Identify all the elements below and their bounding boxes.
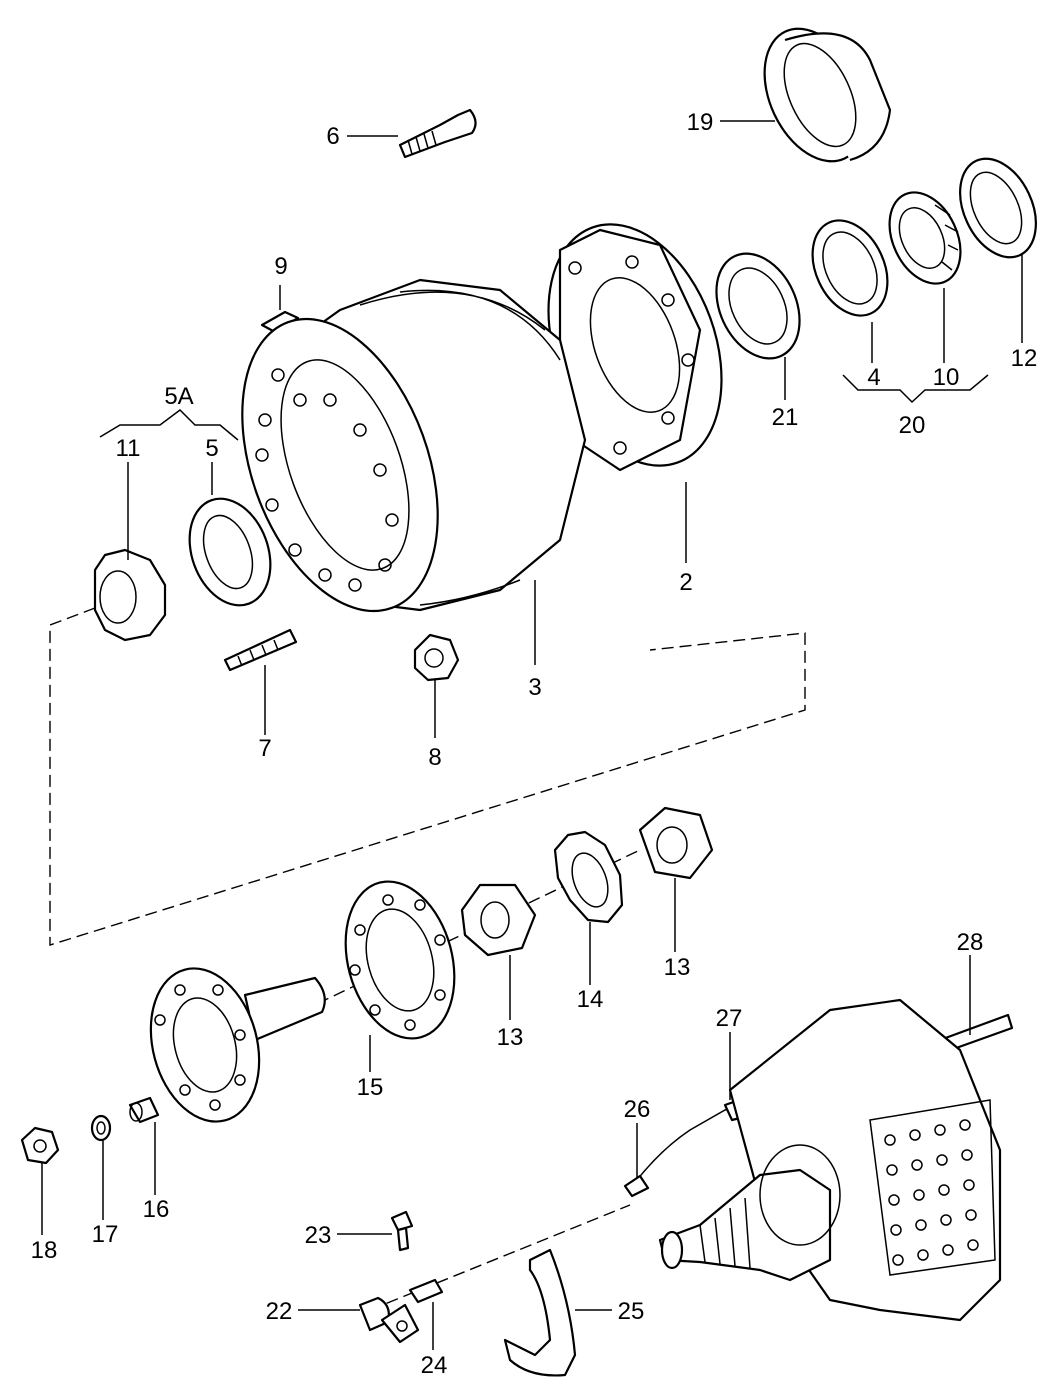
part-22-bushing <box>358 1296 420 1344</box>
part-14-lock-washer <box>553 830 624 924</box>
label-19: 19 <box>687 109 714 136</box>
part-10-roller-bearing <box>888 191 962 285</box>
part-13-nut-upper <box>638 806 714 880</box>
leader-lines <box>41 120 1023 1350</box>
part-12-cup <box>959 157 1037 259</box>
part-13-nut-lower <box>460 883 537 957</box>
label-22: 22 <box>266 1298 293 1325</box>
part-23-screw <box>390 1210 414 1252</box>
part-15-flange-ring <box>344 880 456 1040</box>
label-2: 2 <box>679 569 692 596</box>
part-7-stud <box>223 628 298 672</box>
part-16-sleeve <box>128 1096 160 1124</box>
label-24: 24 <box>421 1352 448 1379</box>
label-21: 21 <box>772 404 799 431</box>
label-13-lower: 13 <box>497 1024 524 1051</box>
label-16: 16 <box>143 1196 170 1223</box>
label-3: 3 <box>528 674 541 701</box>
part-11-castle-nut <box>93 548 167 642</box>
label-8: 8 <box>428 744 441 771</box>
label-10: 10 <box>933 364 960 391</box>
label-23: 23 <box>305 1222 332 1249</box>
label-14: 14 <box>577 986 604 1013</box>
label-15: 15 <box>357 1074 384 1101</box>
label-18: 18 <box>31 1237 58 1264</box>
assembly-line-left <box>49 607 806 946</box>
label-4: 4 <box>867 364 880 391</box>
label-26: 26 <box>624 1096 651 1123</box>
label-13-upper: 13 <box>664 954 691 981</box>
part-8-flange-nut <box>413 633 460 682</box>
part-18-nut <box>20 1126 60 1165</box>
part-21-bearing-cup <box>715 252 801 360</box>
part-axle-shaft <box>149 967 326 1123</box>
label-28: 28 <box>957 929 984 956</box>
part-4-ring <box>811 219 889 317</box>
label-17: 17 <box>92 1221 119 1248</box>
label-5a: 5A <box>164 383 193 410</box>
label-12: 12 <box>1011 345 1038 372</box>
label-25: 25 <box>618 1298 645 1325</box>
label-7: 7 <box>258 735 271 762</box>
part-17-washer <box>90 1114 112 1142</box>
part-3-brake-drum <box>241 278 587 613</box>
part-28-hub-assembly <box>658 998 1014 1322</box>
part-19-ring <box>763 27 892 163</box>
part-6-bolt <box>398 108 477 159</box>
label-11: 11 <box>116 435 141 462</box>
part-24-pin <box>408 1278 444 1304</box>
label-6: 6 <box>326 123 339 150</box>
part-5-seal <box>188 497 272 607</box>
label-20: 20 <box>899 412 926 439</box>
label-5: 5 <box>205 435 218 462</box>
label-9: 9 <box>274 253 287 280</box>
part-9-key <box>260 310 300 334</box>
part-25-clip <box>503 1248 577 1377</box>
label-27: 27 <box>716 1005 743 1032</box>
